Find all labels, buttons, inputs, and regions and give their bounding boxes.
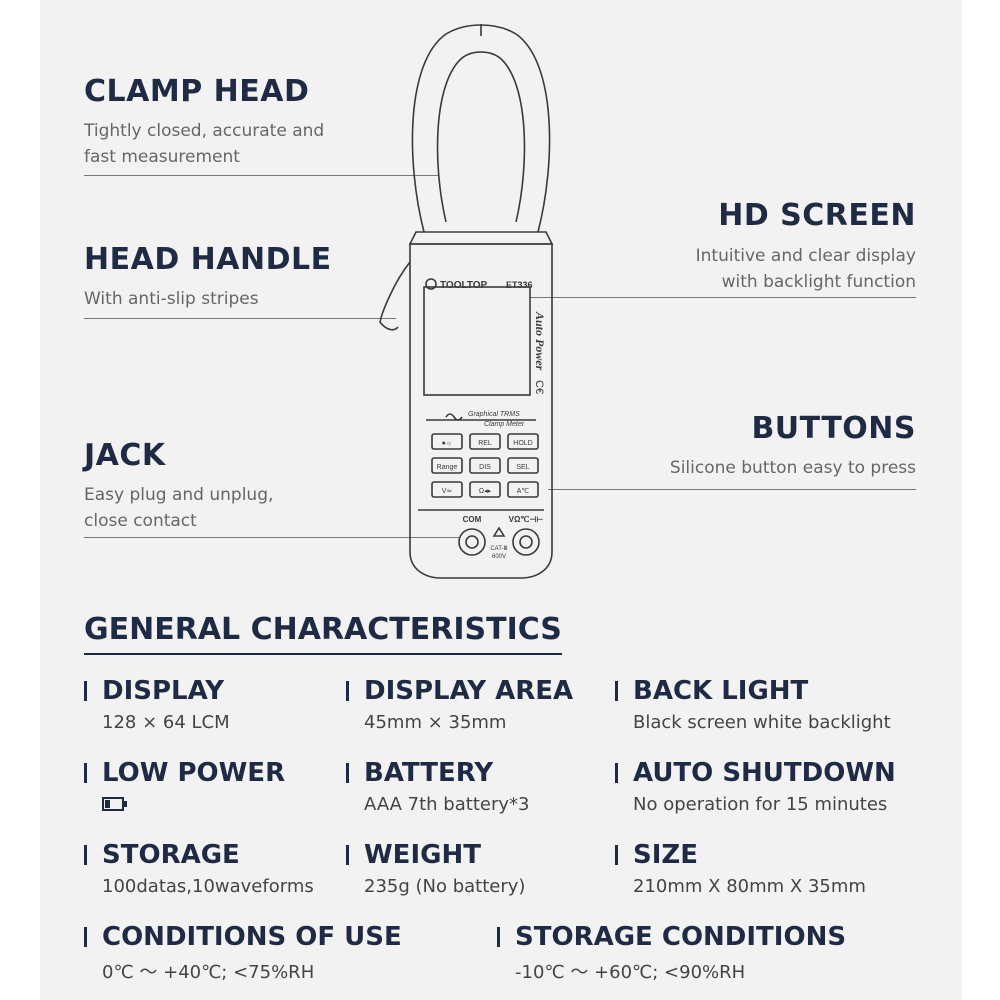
general-characteristics-title: GENERAL CHARACTERISTICS: [84, 612, 562, 655]
spec-low-power-label: LOW POWER: [84, 758, 285, 788]
spec-back-light-label: BACK LIGHT: [615, 676, 808, 706]
clamp-meter-illustration: TOOLTOP ET336 Auto Power C€ Graphical TR…: [379, 24, 554, 579]
buttons-title: BUTTONS: [751, 411, 916, 446]
dis-button[interactable]: [469, 457, 501, 474]
head-handle-desc: With anti-slip stripes: [84, 289, 259, 309]
range-button[interactable]: [431, 457, 463, 474]
v-ohm-jack[interactable]: [512, 528, 540, 556]
dis-button-label: DIS: [479, 464, 491, 471]
brand-logo-icon: [425, 278, 437, 290]
ce-mark: C€: [533, 380, 545, 394]
v-ohm-label: VΩ℃⊣⊢: [509, 514, 544, 524]
spec-display-area-label: DISPLAY AREA: [346, 676, 573, 706]
spec-auto-shutdown-value: No operation for 15 minutes: [633, 794, 888, 815]
jack-desc-2: close contact: [84, 511, 197, 531]
meter-subtitle-1: Graphical TRMS: [468, 411, 520, 418]
clamp-jaw: [408, 24, 554, 245]
lcd-screen: [423, 286, 531, 396]
brand-name: TOOLTOP: [440, 280, 488, 291]
jack-callout-line: [84, 537, 460, 538]
jack-title: JACK: [84, 438, 166, 473]
head-handle-callout-line: [84, 318, 396, 319]
spec-battery-label: BATTERY: [346, 758, 493, 788]
voltage-button-label: V≃: [442, 488, 453, 495]
meter-body: [409, 243, 553, 579]
spec-size-value: 210mm X 80mm X 35mm: [633, 876, 866, 897]
com-jack[interactable]: [458, 528, 486, 556]
backlight-button-label: ●☼: [442, 440, 453, 447]
spec-battery-value: AAA 7th battery*3: [364, 794, 530, 815]
spec-conditions-of-use-value: 0℃ ～ +40℃; <75%RH: [102, 962, 315, 983]
voltage-button[interactable]: [431, 481, 463, 498]
buttons-desc: Silicone button easy to press: [669, 458, 916, 478]
spec-weight-value: 235g (No battery): [364, 876, 526, 897]
sel-button[interactable]: [507, 457, 539, 474]
ohm-button-label: Ω◂▸: [479, 488, 492, 495]
hd-screen-desc-2: with backlight function: [721, 272, 916, 292]
spec-display-area-value: 45mm × 35mm: [364, 712, 507, 733]
hd-screen-desc-1: Intuitive and clear display: [695, 246, 916, 266]
ohm-button[interactable]: [469, 481, 501, 498]
hold-button-label: HOLD: [513, 440, 532, 447]
hd-screen-title: HD SCREEN: [718, 198, 916, 233]
current-temp-button[interactable]: [507, 481, 539, 498]
head-handle-lever: [379, 261, 411, 331]
spec-storage-conditions-value: -10℃ ～ +60℃; <90%RH: [515, 962, 746, 983]
spec-conditions-of-use-label: CONDITIONS OF USE: [84, 922, 402, 952]
range-button-label: Range: [437, 464, 458, 471]
spec-storage-label: STORAGE: [84, 840, 240, 870]
cat-label: CAT-Ⅲ: [490, 546, 507, 552]
hold-button[interactable]: [507, 433, 539, 450]
spec-size-label: SIZE: [615, 840, 698, 870]
spec-storage-value: 100datas,10waveforms: [102, 876, 314, 897]
head-handle-title: HEAD HANDLE: [84, 242, 332, 277]
cat-voltage: 600V: [492, 554, 506, 560]
clamp-head-desc-1: Tightly closed, accurate and: [84, 121, 325, 141]
sel-button-label: SEL: [516, 464, 529, 471]
spec-weight-label: WEIGHT: [346, 840, 481, 870]
clamp-head-desc-2: fast measurement: [84, 147, 240, 167]
rel-button[interactable]: [469, 433, 501, 450]
hd-screen-callout-line: [530, 297, 916, 298]
button-grid: [431, 433, 539, 498]
warning-icon: [492, 526, 506, 537]
com-label: COM: [463, 515, 482, 524]
waveform-icon: [445, 413, 463, 421]
clamp-head-title: CLAMP HEAD: [84, 74, 310, 109]
buttons-callout-line: [548, 489, 916, 490]
jack-desc-1: Easy plug and unplug,: [84, 485, 274, 505]
com-jack-inner: [465, 535, 479, 549]
spec-display-value: 128 × 64 LCM: [102, 712, 230, 733]
auto-power-label: Auto Power: [533, 311, 547, 371]
spec-auto-shutdown-label: AUTO SHUTDOWN: [615, 758, 896, 788]
clamp-head-callout-line: [84, 175, 438, 176]
v-ohm-jack-inner: [519, 535, 533, 549]
background-panel: [40, 0, 962, 1000]
rel-button-label: REL: [478, 440, 492, 447]
model-name: ET336: [506, 280, 533, 290]
battery-low-icon: [102, 797, 127, 811]
meter-subtitle-2: Clamp Meter: [484, 421, 525, 428]
spec-storage-conditions-label: STORAGE CONDITIONS: [497, 922, 846, 952]
current-temp-button-label: A℃: [517, 488, 530, 495]
spec-display-label: DISPLAY: [84, 676, 224, 706]
backlight-button[interactable]: [431, 433, 463, 450]
spec-back-light-value: Black screen white backlight: [633, 712, 891, 733]
